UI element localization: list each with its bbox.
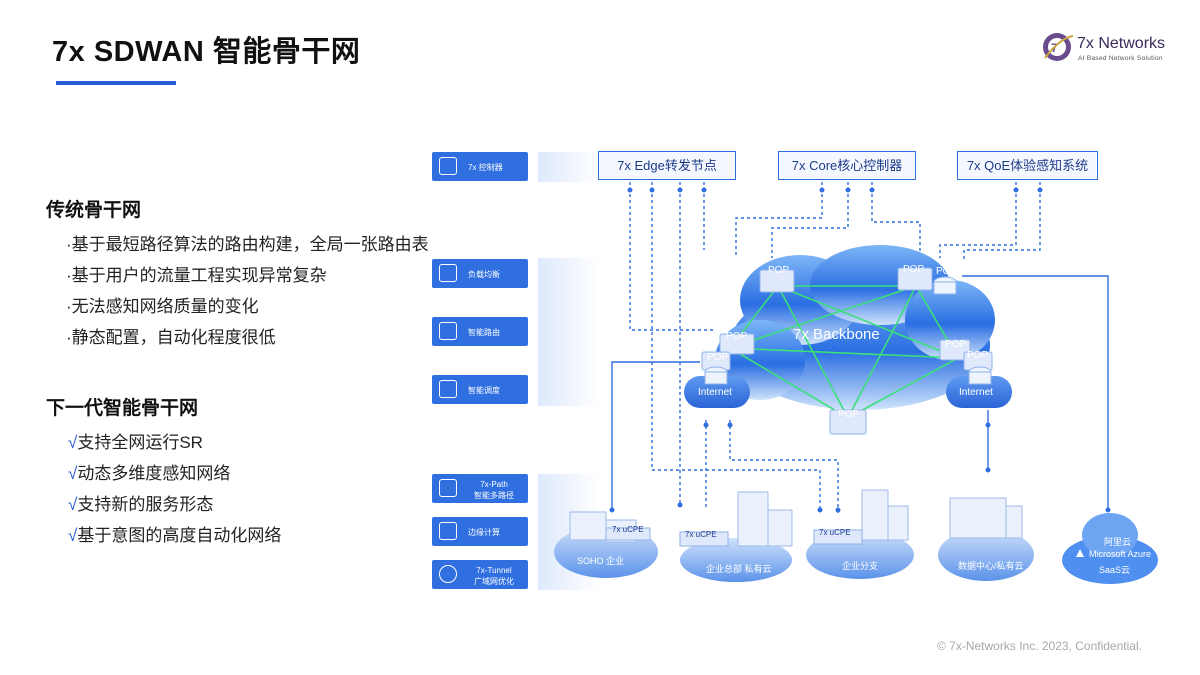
controller-icon [439, 157, 457, 175]
pop-label: POP [707, 352, 729, 363]
page-title: 7x SDWAN 智能骨干网 [52, 36, 361, 68]
dashed-links [629, 182, 1041, 515]
band-strip [538, 152, 598, 182]
edge-compute-icon [439, 522, 457, 540]
link-dots [609, 187, 1111, 513]
ucpe-label: 7x uCPE [685, 530, 717, 539]
traditional-item: ·基于最短路径算法的路由构建，全局一张路由表 [66, 235, 429, 254]
cloud-label: Microsoft Azure [1089, 549, 1152, 559]
load-balancer-button[interactable]: 负载均衡 [432, 259, 528, 288]
pop-label: POP [903, 264, 925, 275]
company-logo: 7 [1043, 33, 1074, 61]
nextgen-item: √动态多维度感知网络 [68, 464, 231, 483]
site-label: 数据中心/私有云 [958, 561, 1024, 571]
qoe-system-box: 7x QoE体验感知系统 [957, 151, 1098, 180]
nextgen-item: √支持全网运行SR [68, 433, 203, 452]
cloud-label: SaaS云 [1099, 565, 1131, 575]
button-label: 7x-Path 智能多路径 [474, 480, 514, 500]
check-icon: √ [68, 464, 78, 483]
multipath-button[interactable]: 7x-Path 智能多路径 [432, 474, 528, 503]
pop-devices [701, 267, 993, 435]
edge-compute-button[interactable]: 边缘计算 [432, 517, 528, 546]
logo-tagline: AI Based Network Solution [1078, 55, 1163, 62]
backbone-cloud [715, 245, 995, 410]
traditional-item: ·静态配置，自动化程度很低 [66, 328, 276, 347]
backbone-label: 7x Backbone [793, 326, 880, 343]
ucpe-label: 7x uCPE [612, 525, 644, 534]
footer-copyright: © 7x-Networks Inc. 2023, Confidential. [937, 639, 1142, 653]
cloud-label: 阿里云 [1104, 537, 1132, 547]
server-stacks [704, 276, 992, 385]
button-label: 智能调度 [468, 386, 500, 395]
globe-icon [439, 565, 457, 583]
solid-links [611, 275, 1109, 510]
edge-node-box: 7x Edge转发节点 [598, 151, 736, 180]
load-balancer-icon [439, 264, 457, 282]
title-underline [56, 81, 176, 85]
site-label: 企业分支 [842, 561, 879, 571]
button-label: 7x-Tunnel 广域网优化 [474, 566, 514, 586]
button-label: 边缘计算 [468, 528, 500, 537]
pop-label: POP [768, 265, 790, 276]
check-icon: √ [68, 526, 78, 545]
site-cloud [1062, 536, 1158, 584]
nextgen-heading: 下一代智能骨干网 [46, 398, 199, 419]
ucpe-label: 7x uCPE [819, 528, 851, 537]
internet-cloud-left [684, 376, 750, 408]
internet-label: Internet [959, 387, 993, 398]
site-label: SOHO 企业 [577, 556, 625, 566]
logo-name: 7x Networks [1077, 35, 1166, 52]
pop-label: POP [726, 331, 748, 342]
router-icon [439, 322, 457, 340]
site-hq [680, 538, 792, 582]
internet-label: Internet [698, 387, 732, 398]
nextgen-item: √支持新的服务形态 [68, 495, 214, 514]
tunnel-button[interactable]: 7x-Tunnel 广域网优化 [432, 560, 528, 589]
button-label: 智能路由 [468, 328, 500, 337]
multipath-icon [439, 479, 457, 497]
network-diagram [554, 182, 1158, 584]
traditional-item: ·无法感知网络质量的变化 [66, 297, 259, 316]
scheduler-button[interactable]: 智能调度 [432, 375, 528, 404]
buildings [569, 489, 1023, 547]
pop-label: POP [945, 339, 967, 350]
internet-cloud-right [946, 376, 1012, 408]
core-controller-box: 7x Core核心控制器 [778, 151, 916, 180]
traditional-item: ·基于用户的流量工程实现异常复杂 [66, 266, 327, 285]
band-strip [538, 258, 598, 406]
ucpe-devices [605, 527, 863, 547]
check-icon: √ [68, 495, 78, 514]
site-label: 企业总部 私有云 [706, 564, 772, 574]
azure-icon [1076, 549, 1084, 557]
traditional-heading: 传统骨干网 [46, 200, 142, 221]
controller-button[interactable]: 7x 控制器 [432, 152, 528, 181]
button-label: 7x 控制器 [468, 163, 503, 172]
pop-label: POP [936, 266, 958, 277]
button-label: 负载均衡 [468, 270, 500, 279]
router-button[interactable]: 智能路由 [432, 317, 528, 346]
pop-label: POP [838, 409, 860, 420]
site-datacenter [938, 529, 1034, 581]
pop-label: POP [967, 350, 989, 361]
nextgen-item: √基于意图的高度自动化网络 [68, 526, 282, 545]
scheduler-icon [439, 380, 457, 398]
check-icon: √ [68, 433, 78, 452]
